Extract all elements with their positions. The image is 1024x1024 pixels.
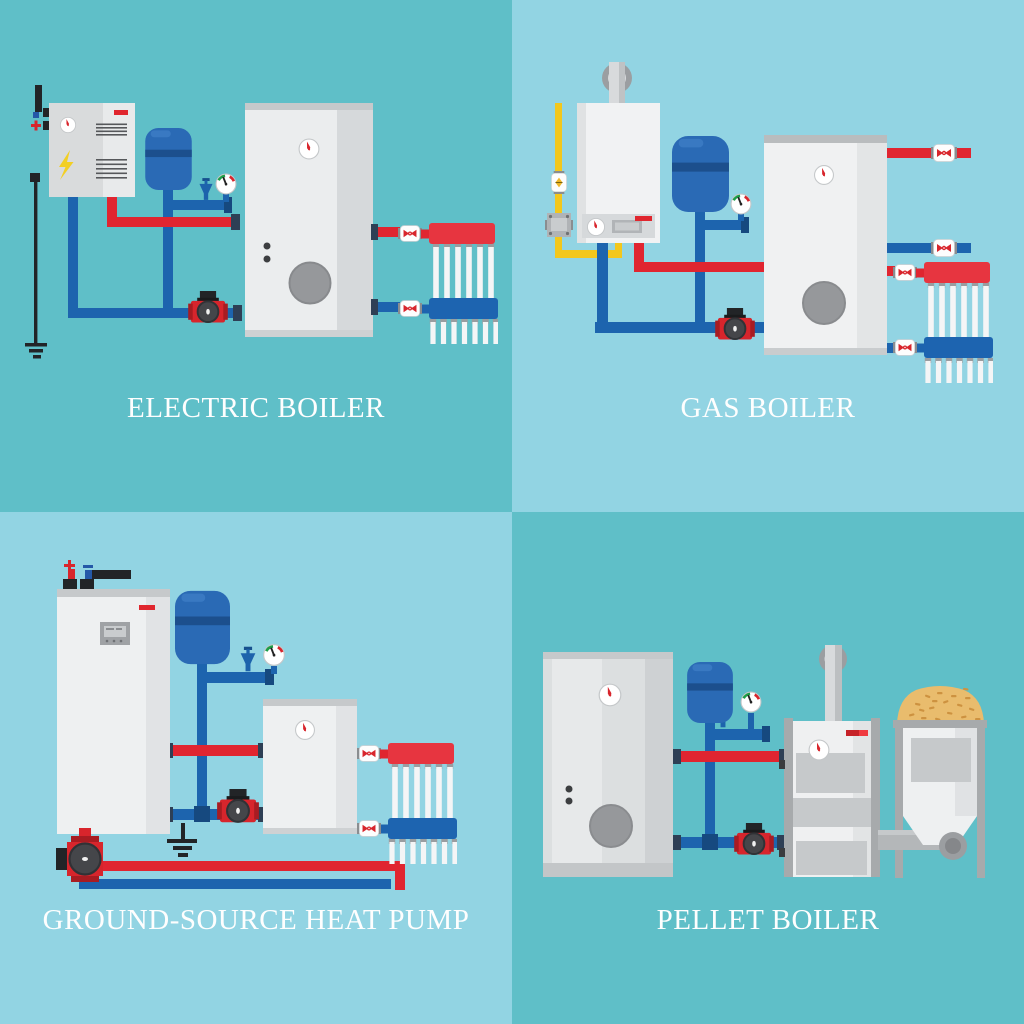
quad-ground-source-heat-pump: GROUND-SOURCE HEAT PUMP	[0, 512, 512, 1024]
buffer-tank	[263, 699, 357, 834]
hopper-window	[911, 738, 971, 782]
pellet-boiler-illustration	[543, 645, 987, 878]
pellet-boiler-unit	[779, 645, 880, 877]
quad-title-ground-source-heat-pump: GROUND-SOURCE HEAT PUMP	[42, 904, 470, 936]
manifold-feeds	[371, 224, 400, 315]
boiler-gauge	[586, 217, 606, 237]
breaker-switch	[31, 85, 53, 131]
cold-pipe-cap	[777, 835, 785, 850]
grounding-wire	[25, 173, 47, 359]
heat-pump-illustration	[56, 560, 512, 890]
quad-pellet-boiler: PELLET BOILER	[512, 512, 1024, 1024]
quad-title-electric-boiler: ELECTRIC BOILER	[126, 392, 385, 424]
pressure-gauge	[262, 643, 286, 674]
pellet-hopper	[878, 686, 987, 878]
shutoff-valve	[931, 144, 957, 162]
pressure-gauge	[740, 691, 762, 729]
pipe-end-fitting	[762, 726, 770, 742]
control-display	[100, 622, 130, 645]
hot-water-tank	[245, 103, 373, 337]
cold-pipe-cap	[233, 305, 242, 321]
pipe-end-fitting	[224, 197, 232, 213]
cold-pipes	[675, 721, 785, 848]
heat-pump-unit	[57, 589, 170, 834]
circulation-pump	[217, 789, 259, 824]
electric-boiler-unit	[49, 103, 135, 197]
temperature-gauge	[59, 116, 77, 134]
expansion-tank	[145, 128, 192, 190]
pressure-gauge	[730, 193, 752, 221]
quad-title-gas-boiler: GAS BOILER	[680, 392, 856, 424]
quad-gas-boiler: GAS BOILER	[512, 0, 1024, 512]
cold-pipe-cap	[258, 807, 265, 822]
expansion-tank	[672, 136, 729, 212]
safety-valve	[240, 646, 256, 672]
pipe-end-fitting	[265, 669, 274, 685]
hot-pipes	[107, 195, 235, 227]
pipe-end-fitting	[741, 217, 749, 233]
vent-lines	[96, 123, 127, 179]
tank-gauge	[598, 683, 622, 707]
hot-pipe-cap	[231, 214, 240, 230]
cold-pipes	[168, 663, 269, 820]
quad-electric-boiler: ELECTRIC BOILER	[0, 0, 512, 512]
manifold-feeds	[887, 266, 895, 353]
top-fittings	[63, 560, 131, 589]
tank-gauge	[814, 165, 834, 185]
cold-pipes	[68, 188, 240, 318]
gas-boiler-illustration	[545, 62, 1024, 512]
safety-valve	[199, 178, 213, 200]
chimney	[602, 62, 632, 105]
tank-gauge	[295, 720, 315, 740]
shutoff-valve	[931, 239, 957, 257]
chimney	[819, 645, 847, 722]
floor-heating-manifold	[398, 223, 498, 344]
gas-valve	[551, 171, 567, 194]
pellet-texture	[909, 687, 981, 721]
hot-pipe	[166, 743, 265, 758]
tank-gauge	[298, 138, 320, 160]
cold-pipes	[595, 211, 765, 333]
pressure-gauge	[215, 173, 237, 202]
lightning-icon	[59, 150, 74, 180]
electric-boiler-illustration	[25, 85, 512, 359]
ground-loop-pipes	[79, 828, 405, 890]
supply-line	[887, 144, 971, 162]
floor-heating-manifold	[357, 743, 457, 864]
hot-pipe	[673, 749, 787, 764]
boiler-gauge	[808, 739, 830, 761]
floor-heating-manifold	[893, 262, 993, 383]
tee-fitting	[194, 806, 210, 822]
auger-elbow-center	[945, 838, 961, 854]
circulation-pump	[734, 823, 774, 856]
wall-mounted-gas-boiler	[577, 103, 660, 243]
cold-pipe-cap	[673, 835, 681, 850]
circulation-pump	[715, 308, 755, 341]
gas-meter	[545, 213, 573, 237]
quad-title-pellet-boiler: PELLET BOILER	[656, 904, 880, 936]
expansion-tank	[175, 590, 230, 665]
storage-tank	[543, 652, 673, 877]
cross-fitting	[702, 834, 718, 850]
circulation-pump	[188, 291, 228, 324]
wood-pellets	[897, 686, 984, 724]
hot-pipes	[634, 240, 765, 272]
ground-loop-pump	[56, 836, 103, 882]
hot-water-tank	[764, 135, 887, 355]
expansion-tank	[687, 662, 733, 723]
grounding-symbol	[167, 823, 197, 857]
return-line	[887, 239, 971, 257]
